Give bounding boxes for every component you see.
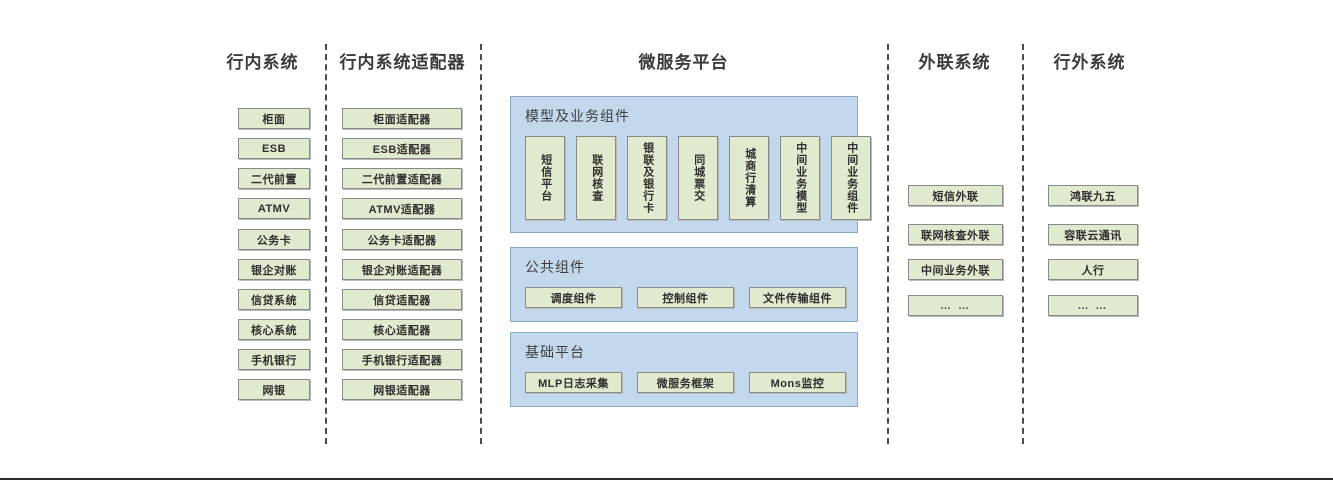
panel-title-public-components: 公共组件 xyxy=(525,259,585,275)
system-box-online-banking[interactable]: 网银 xyxy=(238,379,310,400)
outside-box-ronglian-cloud[interactable]: 容联云通讯 xyxy=(1048,224,1138,245)
system-box-bank-enterprise-reconciliation[interactable]: 银企对账 xyxy=(238,259,310,280)
outside-box-honglian95[interactable]: 鸿联九五 xyxy=(1048,185,1138,206)
adapter-box-counter[interactable]: 柜面适配器 xyxy=(342,108,462,129)
public-component-box-scheduling[interactable]: 调度组件 xyxy=(525,287,622,308)
adapter-box-official-card[interactable]: 公务卡适配器 xyxy=(342,229,462,250)
component-box-intermediary-business-model[interactable]: 中间业务模型 xyxy=(780,136,820,220)
base-platform-box-mlp-log-collection[interactable]: MLP日志采集 xyxy=(525,372,622,393)
component-label: 中间业务模型 xyxy=(794,142,807,214)
component-box-intermediary-business-component[interactable]: 中间业务组件 xyxy=(831,136,871,220)
component-box-city-bank-settlement[interactable]: 城商行清算 xyxy=(729,136,769,220)
adapter-box-atmv[interactable]: ATMV适配器 xyxy=(342,198,462,219)
system-box-esb[interactable]: ESB xyxy=(238,138,310,159)
system-box-mobile-banking[interactable]: 手机银行 xyxy=(238,349,310,370)
column-outside-bank-systems: 行外系统 鸿联九五 容联云通讯 人行 … … xyxy=(1022,0,1157,455)
system-box-official-card[interactable]: 公务卡 xyxy=(238,229,310,250)
outside-box-pboc[interactable]: 人行 xyxy=(1048,259,1138,280)
platform-title: 微服务平台 xyxy=(638,53,729,72)
separator-after-col4 xyxy=(1022,44,1024,444)
external-box-more[interactable]: … … xyxy=(908,295,1003,316)
component-label: 同城票交 xyxy=(692,154,705,202)
bottom-divider xyxy=(0,478,1333,480)
adapter-box-credit[interactable]: 信贷适配器 xyxy=(342,289,462,310)
system-box-core-system[interactable]: 核心系统 xyxy=(238,319,310,340)
system-box-counter[interactable]: 柜面 xyxy=(238,108,310,129)
system-box-2nd-gen-front[interactable]: 二代前置 xyxy=(238,168,310,189)
component-label: 中间业务组件 xyxy=(845,142,858,214)
column-title-intra-bank-adapters: 行内系统适配器 xyxy=(339,53,466,72)
base-platform-box-mons-monitoring[interactable]: Mons监控 xyxy=(749,372,846,393)
public-component-box-control[interactable]: 控制组件 xyxy=(637,287,734,308)
external-box-network-verification[interactable]: 联网核查外联 xyxy=(908,224,1003,245)
panel-public-components: 公共组件 调度组件 控制组件 文件传输组件 xyxy=(510,247,858,322)
column-title-external-link-systems: 外联系统 xyxy=(918,53,991,72)
external-box-intermediary-business[interactable]: 中间业务外联 xyxy=(908,259,1003,280)
adapter-box-online-banking[interactable]: 网银适配器 xyxy=(342,379,462,400)
column-intra-bank-systems: 行内系统 柜面 ESB 二代前置 ATMV 公务卡 银企对账 信贷系统 核心系统… xyxy=(200,0,325,455)
component-box-local-clearing-exchange[interactable]: 同城票交 xyxy=(678,136,718,220)
panel-model-business-components: 模型及业务组件 短信平台 联网核查 银联及银行卡 同城票交 城商行清算 中间业务… xyxy=(510,96,871,233)
component-label: 城商行清算 xyxy=(743,148,756,208)
separator-after-col1 xyxy=(325,44,327,444)
adapter-box-core[interactable]: 核心适配器 xyxy=(342,319,462,340)
component-label: 联网核查 xyxy=(590,154,603,202)
component-label: 银联及银行卡 xyxy=(641,142,654,214)
system-box-credit-system[interactable]: 信贷系统 xyxy=(238,289,310,310)
component-box-sms-platform[interactable]: 短信平台 xyxy=(525,136,565,220)
panel-base-platform: 基础平台 MLP日志采集 微服务框架 Mons监控 xyxy=(510,332,858,407)
column-intra-bank-adapters: 行内系统适配器 柜面适配器 ESB适配器 二代前置适配器 ATMV适配器 公务卡… xyxy=(325,0,480,455)
component-box-unionpay-bankcard[interactable]: 银联及银行卡 xyxy=(627,136,667,220)
column-external-link-systems: 外联系统 短信外联 联网核查外联 中间业务外联 … … xyxy=(887,0,1022,455)
adapter-box-2nd-gen-front[interactable]: 二代前置适配器 xyxy=(342,168,462,189)
column-microservice-platform: 微服务平台 模型及业务组件 短信平台 联网核查 银联及银行卡 同城票交 城商行清… xyxy=(480,0,887,455)
adapter-box-esb[interactable]: ESB适配器 xyxy=(342,138,462,159)
separator-after-col2 xyxy=(480,44,482,444)
separator-after-platform xyxy=(887,44,889,444)
column-title-outside-bank-systems: 行外系统 xyxy=(1053,53,1126,72)
adapter-box-bank-enterprise-reconciliation[interactable]: 银企对账适配器 xyxy=(342,259,462,280)
public-component-box-file-transfer[interactable]: 文件传输组件 xyxy=(749,287,846,308)
panel-title-base-platform: 基础平台 xyxy=(525,344,585,360)
outside-box-more[interactable]: … … xyxy=(1048,295,1138,316)
external-box-sms[interactable]: 短信外联 xyxy=(908,185,1003,206)
component-label: 短信平台 xyxy=(539,154,552,202)
base-platform-box-microservice-framework[interactable]: 微服务框架 xyxy=(637,372,734,393)
panel-title-model-business-components: 模型及业务组件 xyxy=(525,108,630,124)
adapter-box-mobile-banking[interactable]: 手机银行适配器 xyxy=(342,349,462,370)
system-box-atmv[interactable]: ATMV xyxy=(238,198,310,219)
component-box-network-verification[interactable]: 联网核查 xyxy=(576,136,616,220)
column-title-intra-bank-systems: 行内系统 xyxy=(226,53,299,72)
